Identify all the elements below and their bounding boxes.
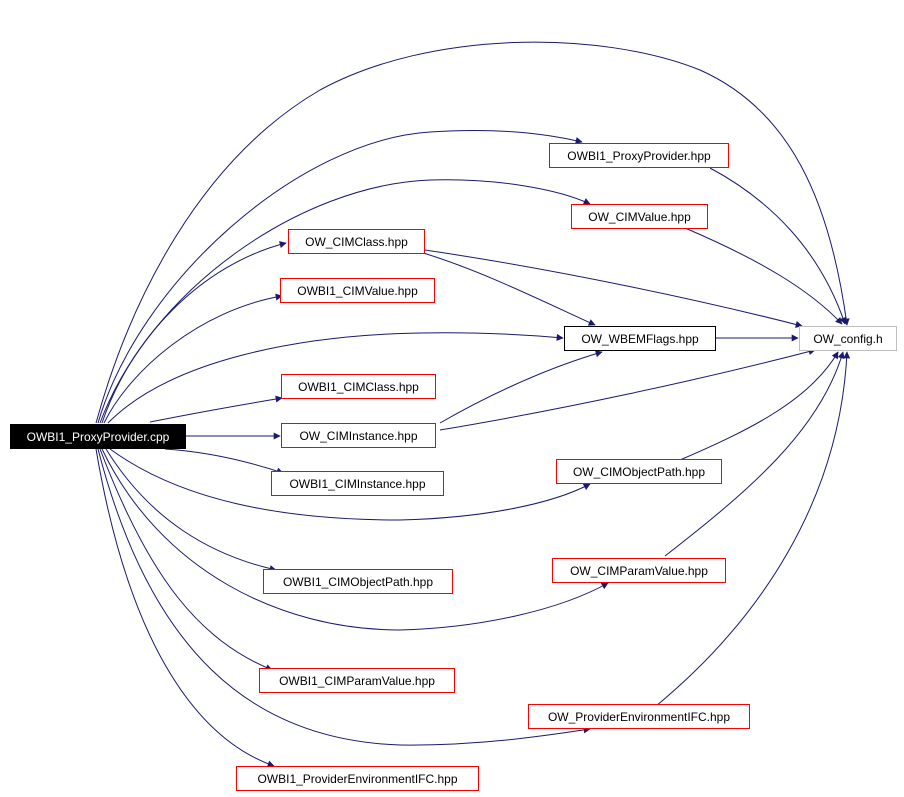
node-ow-config-h[interactable]: OW_config.h — [799, 326, 897, 351]
node-owbi1-cimvalue-hpp[interactable]: OWBI1_CIMValue.hpp — [280, 278, 435, 303]
edge-proxyprovider-hpp-config — [709, 167, 847, 325]
node-owbi1-ciminstance-hpp[interactable]: OWBI1_CIMInstance.hpp — [271, 471, 444, 496]
edge-root-bi1-ciminstance-hpp — [164, 448, 284, 475]
edge-root-bi1-providerenvironmentifc-hpp — [95, 448, 275, 768]
edge-root-cimclass-hpp — [101, 241, 287, 424]
node-ow-wbemflags-hpp[interactable]: OW_WBEMFlags.hpp — [564, 326, 716, 351]
edge-cimparamvalue-hpp-config — [664, 351, 845, 557]
node-owbi1-cimclass-hpp[interactable]: OWBI1_CIMClass.hpp — [281, 374, 436, 399]
edge-cimclass-hpp-config — [424, 249, 803, 328]
edge-root-cimparamvalue-hpp — [101, 448, 609, 631]
node-ow-cimparamvalue-hpp[interactable]: OW_CIMParamValue.hpp — [552, 558, 726, 583]
node-owbi1-cimobjectpath-hpp[interactable]: OWBI1_CIMObjectPath.hpp — [263, 569, 453, 594]
edge-root-cimobjectpath-hpp — [109, 448, 591, 521]
edge-root-bi1-cimobjectpath-hpp — [105, 448, 277, 573]
edge-cimobjectpath-hpp-config — [679, 351, 839, 461]
node-owbi1-proxyprovider-hpp[interactable]: OWBI1_ProxyProvider.hpp — [549, 143, 729, 168]
node-ow-cimobjectpath-hpp[interactable]: OW_CIMObjectPath.hpp — [556, 459, 722, 484]
edge-cimvalue-hpp-config — [684, 227, 843, 325]
edge-root-bi1-cimvalue-hpp — [103, 293, 283, 424]
node-ow-providerenvironmentifc-hpp[interactable]: OW_ProviderEnvironmentIFC.hpp — [528, 704, 750, 729]
edge-root-proxyprovider-hpp — [97, 129, 583, 424]
edge-root-bi1-cimparamvalue-hpp — [99, 448, 273, 671]
node-owbi1-cimparamvalue-hpp[interactable]: OWBI1_CIMParamValue.hpp — [259, 668, 455, 693]
edge-root-wbemflags-hpp — [107, 332, 564, 424]
edge-root-providerenvironmentifc-hpp — [97, 448, 591, 746]
edge-cimclass-hpp-wbemflags — [419, 251, 596, 326]
node-owbi1-providerenvironmentifc-hpp[interactable]: OWBI1_ProviderEnvironmentIFC.hpp — [236, 766, 479, 791]
edge-root-config — [95, 41, 850, 424]
node-ow-cimvalue-hpp[interactable]: OW_CIMValue.hpp — [571, 204, 708, 229]
edge-providerenvironmentifc-hpp-config — [655, 351, 851, 707]
edge-ciminstance-hpp-config — [439, 348, 816, 431]
edge-ciminstance-hpp-wbemflags — [439, 350, 603, 424]
node-ow-cimclass-hpp[interactable]: OW_CIMClass.hpp — [288, 229, 425, 254]
node-owbi1-proxyprovider-cpp: OWBI1_ProxyProvider.cpp — [10, 424, 186, 449]
edge-root-bi1-cimclass-hpp — [149, 395, 283, 423]
node-ow-ciminstance-hpp[interactable]: OW_CIMInstance.hpp — [281, 423, 436, 448]
